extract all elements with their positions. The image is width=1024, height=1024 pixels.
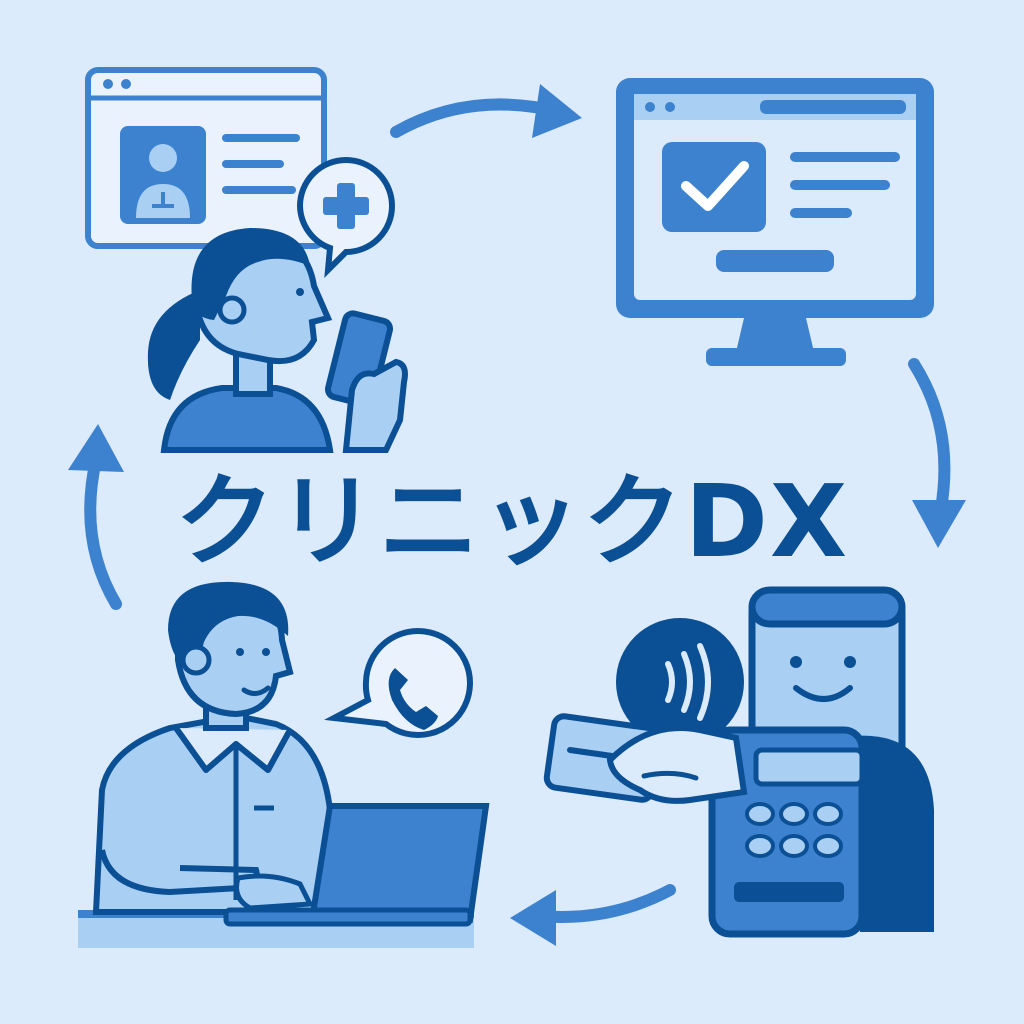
booking-browser-window (85, 67, 327, 249)
patient-booking-icon (85, 67, 408, 453)
checkmark-card-icon (662, 142, 766, 232)
staff-laptop-phone-icon (78, 581, 490, 948)
desktop-checkin-icon (616, 78, 934, 366)
payment-terminal-icon (543, 586, 934, 938)
patient-woman (147, 228, 408, 453)
diagram-title: クリニックDX (174, 463, 850, 580)
nfc-contactless-icon (616, 618, 744, 746)
cycle-arrows (68, 84, 966, 946)
arrow-bottom-icon (534, 884, 676, 923)
laptop-icon (308, 803, 490, 923)
arrow-left-icon (84, 454, 122, 610)
phone-call-bubble-icon (324, 628, 473, 738)
medical-cross-bubble-icon (296, 157, 396, 278)
arrow-right-icon (908, 358, 951, 520)
